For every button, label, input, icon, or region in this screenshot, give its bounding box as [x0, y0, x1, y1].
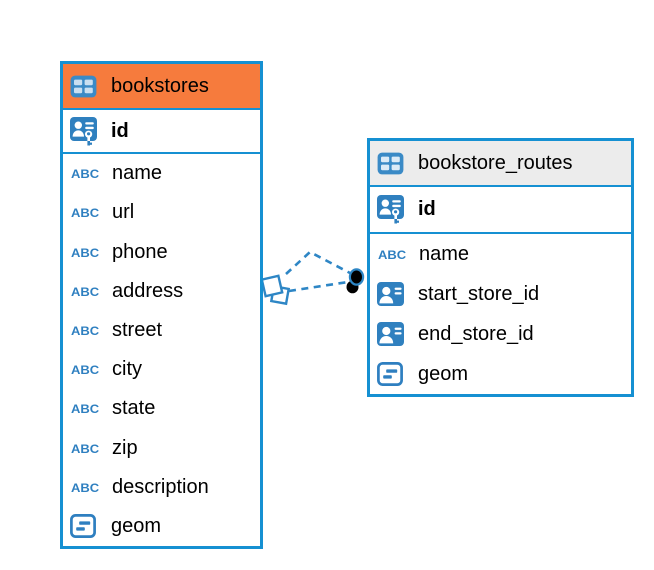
column-name: geom	[111, 514, 162, 537]
column-row-url[interactable]: ABC url	[63, 193, 260, 232]
table-bookstore-routes-header[interactable]: bookstore_routes	[370, 141, 631, 187]
table-icon	[70, 75, 103, 98]
column-row-name[interactable]: ABC name	[370, 234, 631, 274]
column-row-id[interactable]: id	[370, 187, 631, 234]
column-name: state	[112, 397, 156, 420]
text-type-icon: ABC	[71, 323, 100, 338]
column-name: street	[112, 318, 163, 341]
column-name: name	[112, 162, 163, 185]
foreign-key-icon	[377, 282, 410, 306]
primary-key-icon	[377, 195, 410, 224]
column-name: id	[111, 119, 129, 142]
column-row-name[interactable]: ABC name	[63, 154, 260, 193]
text-type-icon: ABC	[378, 246, 407, 262]
table-bookstores-header[interactable]: bookstores	[63, 64, 260, 110]
column-name: url	[112, 201, 135, 224]
column-name: phone	[112, 240, 168, 263]
table-bookstore-routes[interactable]: bookstore_routes id ABC name start_store…	[367, 138, 634, 397]
column-name: name	[419, 242, 470, 265]
table-bookstores[interactable]: bookstores id ABC name ABC url ABC phone…	[60, 61, 263, 549]
column-row-end-store-id[interactable]: end_store_id	[370, 314, 631, 354]
column-row-description[interactable]: ABC description	[63, 468, 260, 507]
column-name: address	[112, 279, 184, 302]
column-row-city[interactable]: ABC city	[63, 350, 260, 389]
column-name: start_store_id	[418, 282, 540, 305]
column-name: id	[418, 198, 436, 220]
relationship-source-symbol[interactable]	[260, 274, 291, 306]
column-list: ABC name ABC url ABC phone ABC address A…	[63, 154, 260, 546]
text-type-icon: ABC	[71, 284, 100, 299]
column-row-geom[interactable]: geom	[370, 354, 631, 394]
column-row-start-store-id[interactable]: start_store_id	[370, 274, 631, 314]
text-type-icon: ABC	[71, 205, 100, 220]
column-name: city	[112, 358, 142, 381]
table-name: bookstore_routes	[418, 151, 573, 174]
column-row-id[interactable]: id	[63, 110, 260, 154]
column-row-state[interactable]: ABC state	[63, 389, 260, 428]
text-type-icon: ABC	[71, 244, 100, 260]
text-type-icon: ABC	[71, 440, 100, 456]
relationship-target-symbol[interactable]	[346, 268, 365, 294]
foreign-key-icon	[377, 322, 410, 346]
text-type-icon: ABC	[71, 480, 100, 495]
column-name: description	[112, 475, 209, 498]
column-name: zip	[112, 436, 138, 459]
column-list: ABC name start_store_id end_store_id ge	[370, 234, 631, 394]
column-row-street[interactable]: ABC street	[63, 311, 260, 350]
relationship-lines[interactable]	[285, 250, 351, 293]
column-row-phone[interactable]: ABC phone	[63, 232, 260, 271]
column-row-zip[interactable]: ABC zip	[63, 428, 260, 467]
column-name: geom	[418, 362, 469, 385]
geometry-type-icon	[70, 514, 103, 539]
column-row-address[interactable]: ABC address	[63, 272, 260, 311]
table-icon	[377, 152, 410, 175]
column-name: end_store_id	[418, 322, 534, 345]
column-row-geom[interactable]: geom	[63, 507, 260, 546]
table-name: bookstores	[111, 74, 209, 97]
primary-key-icon	[70, 116, 103, 146]
geometry-type-icon	[377, 362, 410, 386]
text-type-icon: ABC	[71, 166, 100, 181]
text-type-icon: ABC	[71, 362, 100, 377]
text-type-icon: ABC	[71, 401, 100, 416]
